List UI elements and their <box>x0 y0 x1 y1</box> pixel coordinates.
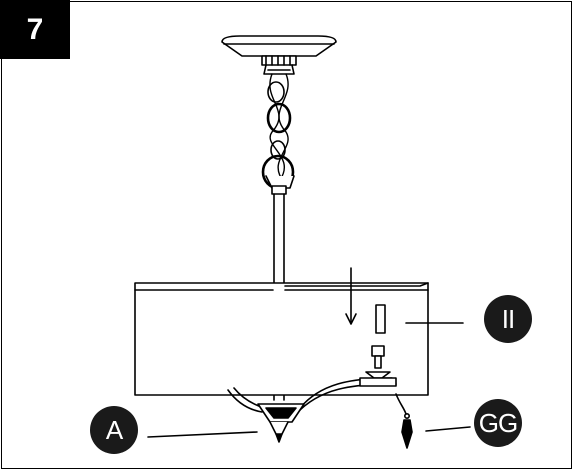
ceiling-canopy <box>221 35 337 75</box>
chain-links <box>261 73 295 195</box>
chandelier-arms <box>227 345 397 415</box>
callout-crystal-label: GG <box>474 399 522 447</box>
leader-line-finial <box>147 431 258 438</box>
leader-line-crystal <box>425 426 471 432</box>
drum-shade <box>134 267 429 396</box>
finial-bowl <box>257 403 305 443</box>
callout-shade-label: II <box>484 295 532 343</box>
crystal-drop <box>395 393 413 449</box>
callout-finial-label: A <box>90 406 138 454</box>
step-number-badge: 7 <box>0 0 70 59</box>
